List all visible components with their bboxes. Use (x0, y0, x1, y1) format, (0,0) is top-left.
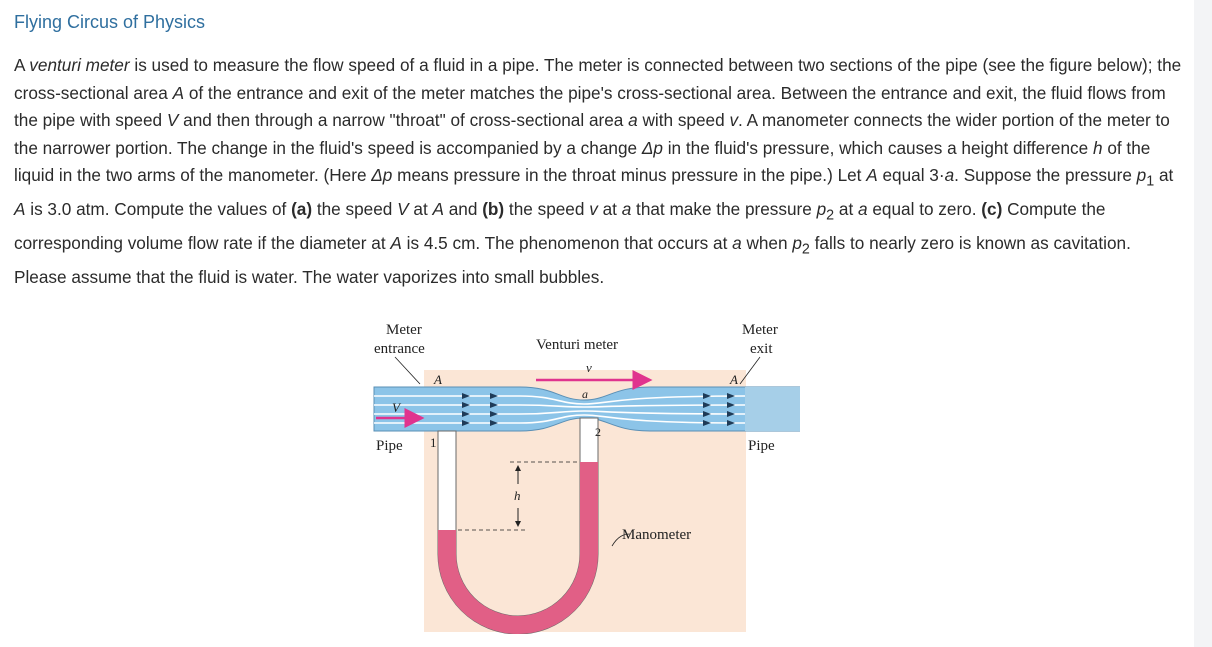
part-c-label: (c) (981, 199, 1003, 220)
scrollbar-track[interactable] (1194, 0, 1212, 647)
venturi-diagram: Meter entrance Venturi meter Meter exit … (373, 322, 801, 635)
point-1-label: 1 (430, 435, 437, 450)
part-b-label: (b) (482, 199, 505, 220)
venturi-figure: Meter entrance Venturi meter Meter exit … (360, 314, 801, 639)
pipe-right-label: Pipe (748, 438, 775, 454)
problem-text: A venturi meter is used to measure the f… (14, 55, 1182, 288)
manometer-label: Manometer (622, 527, 691, 543)
venturi-meter-label: Venturi meter (536, 337, 618, 353)
meter-exit-label-2: exit (750, 341, 773, 357)
problem-content: Flying Circus of Physics A venturi meter… (14, 8, 1184, 292)
meter-exit-label-1: Meter (742, 322, 778, 338)
v-label: v (586, 360, 592, 375)
area-A-left-label: A (433, 372, 442, 387)
meter-entrance-label-1: Meter (386, 322, 422, 338)
pipe-left-label: Pipe (376, 438, 403, 454)
area-a-label: a (582, 387, 588, 401)
page-title: Flying Circus of Physics (14, 12, 206, 32)
point-2-label: 2 (595, 425, 601, 439)
V-label: V (392, 400, 402, 415)
flow-arrowheads (462, 393, 735, 426)
manometer-tube (437, 417, 599, 635)
area-A-right-label: A (729, 372, 738, 387)
manometer-fluid (438, 462, 598, 634)
meter-entrance-label-2: entrance (374, 341, 425, 357)
exit-pipe (745, 387, 800, 431)
flow-lines (374, 395, 746, 424)
part-a-label: (a) (291, 199, 313, 220)
h-label: h (514, 488, 521, 503)
